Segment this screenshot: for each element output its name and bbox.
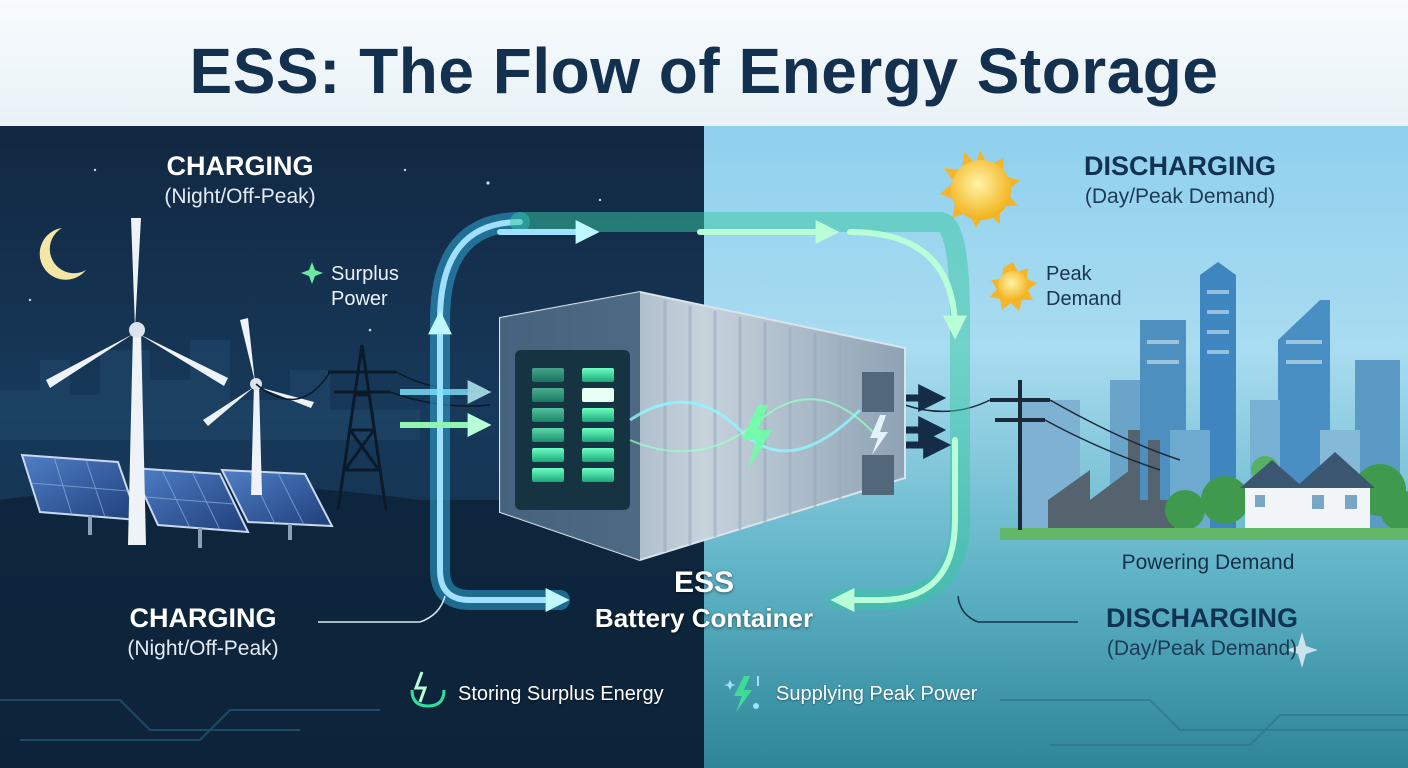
charging-bottom-title: CHARGING [129,603,277,633]
stars [28,168,602,332]
discharging-bottom-title: DISCHARGING [1105,603,1298,633]
charging-top-subtitle: (Night/Off-Peak) [164,185,316,208]
energy-wave [629,400,862,453]
lightning-decal-icon [870,415,888,455]
flow-loop [428,212,970,612]
connector-left [318,595,446,623]
moon-sparkle-icon [279,262,323,302]
day-ground [1000,528,1408,540]
night-skyline [0,340,420,440]
battery-container-label: Battery Container [594,603,814,633]
moon-icon [39,228,86,280]
sun-icon [940,150,1020,228]
header-band: ESS: The Flow of Energy Storage [0,0,1408,126]
utility-pole [990,380,1050,530]
charging-bottom-subtitle: (Night/Off-Peak) [127,637,279,660]
battery-container [499,290,906,562]
ess-label: ESS [673,566,735,599]
discharging-top-subtitle: (Day/Peak Demand) [1084,185,1276,208]
charging-top-title: CHARGING [166,151,314,181]
battery-cells [515,350,630,510]
wind-turbines [46,218,314,545]
peak-sun-icon [990,262,1037,311]
surplus-power-label: Surplus Power [331,263,399,310]
houses [1240,452,1375,528]
power-lines-right [904,399,1181,471]
bolt-sparkle-icon [724,676,759,712]
leaf-bolt-icon [410,671,446,708]
discharging-top-title: DISCHARGING [1083,151,1276,181]
legend-storing-label: Storing Surplus Energy [458,683,664,705]
peak-demand-label: Peak Demand [1046,263,1122,310]
powering-demand-label: Powering Demand [1121,551,1295,574]
connector-right [957,595,1078,623]
input-arrows [400,380,492,437]
page-title: ESS: The Flow of Energy Storage [189,35,1219,107]
discharging-bottom-subtitle: (Day/Peak Demand) [1106,637,1298,660]
sparkle-icon [1286,632,1318,668]
legend-supplying-label: Supplying Peak Power [776,683,978,705]
circuit-lines [0,699,1408,746]
output-arrows [905,384,952,459]
factory [1048,430,1175,528]
lightning-bolt-icon [742,405,772,470]
night-ground [0,485,704,768]
solar-panels [20,453,334,548]
transmission-tower [328,344,396,511]
